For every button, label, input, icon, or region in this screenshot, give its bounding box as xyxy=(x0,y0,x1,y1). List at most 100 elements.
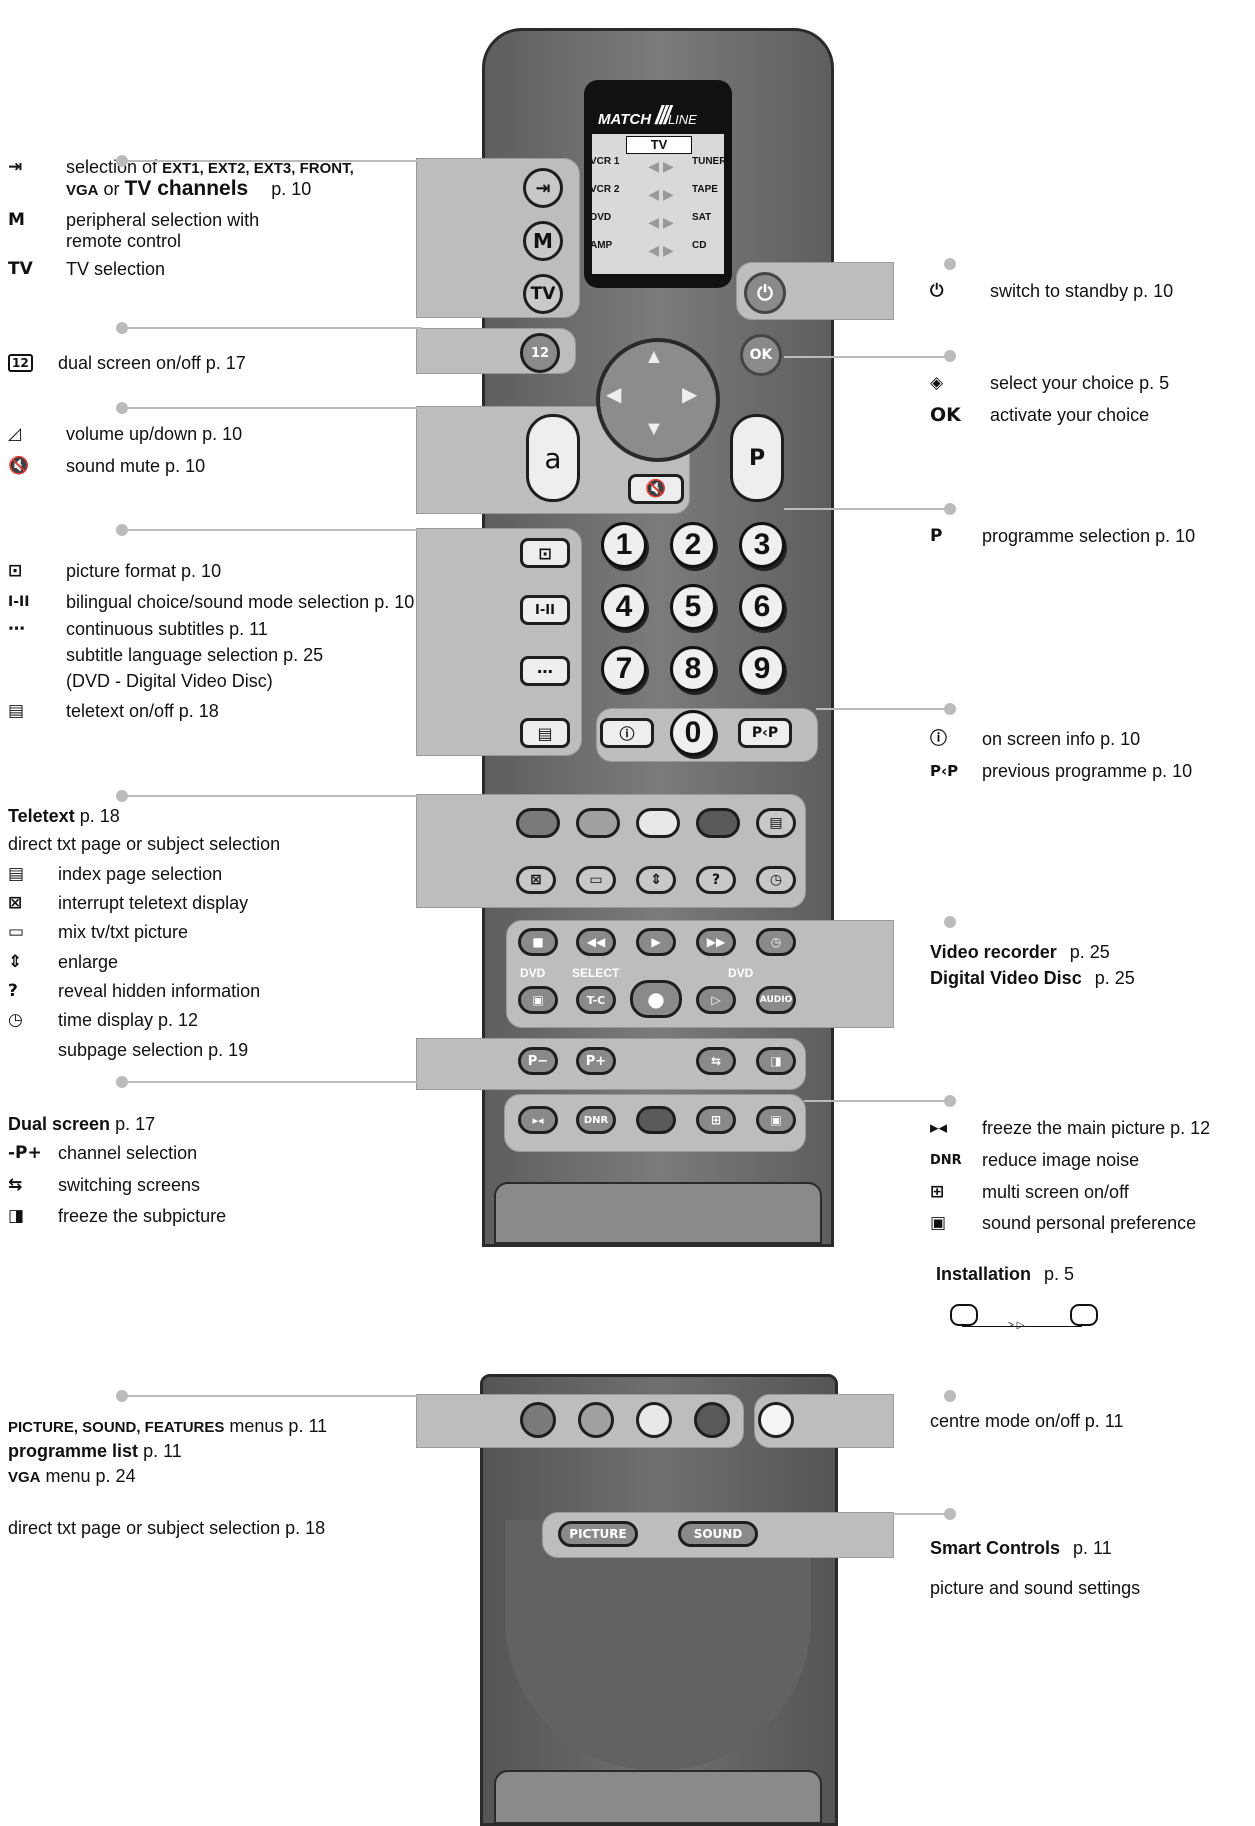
digit-9-button[interactable]: 9 xyxy=(739,646,785,692)
digit-0-button[interactable]: 0 xyxy=(670,710,716,756)
switch-screens-icon: ⇆ xyxy=(8,1175,23,1195)
p-minus-button[interactable]: P− xyxy=(518,1047,558,1075)
nav-left-icon[interactable]: ◀ xyxy=(606,384,622,406)
nav-down-icon[interactable]: ▼ xyxy=(644,418,664,440)
dual-screen-title: Dual screen p. 17 xyxy=(8,1114,156,1134)
mix-button[interactable]: ▭ xyxy=(576,866,616,894)
subtitles-button[interactable]: ⋯ xyxy=(520,656,570,686)
picture-format-button[interactable]: ⊡ xyxy=(520,538,570,568)
navigation-pad[interactable] xyxy=(596,338,720,462)
ext-source-button[interactable]: ⇥ xyxy=(523,168,563,208)
nav-up-icon[interactable]: ▲ xyxy=(644,346,664,368)
dvd-note-label: (DVD - Digital Video Disc) xyxy=(66,671,273,691)
rewind-button[interactable]: ◀◀ xyxy=(576,928,616,956)
digit-6-button[interactable]: 6 xyxy=(739,584,785,630)
menu-yellow-key[interactable] xyxy=(636,1402,672,1438)
teletext-button[interactable]: ▤ xyxy=(520,718,570,748)
menu-blue-key[interactable] xyxy=(694,1402,730,1438)
sound-preference-button[interactable]: ▣ xyxy=(756,1106,796,1134)
video-recorder-title: Video recorder p. 25 xyxy=(930,942,1110,962)
volume-rocker[interactable]: a xyxy=(526,414,580,502)
picture-format-icon: ⊡ xyxy=(8,561,23,581)
nav-right-icon[interactable]: ▶ xyxy=(682,384,698,406)
sound-smart-button[interactable]: SOUND xyxy=(678,1521,758,1547)
audio-button[interactable]: AUDIO xyxy=(756,986,796,1014)
callout-line xyxy=(816,708,946,710)
enlarge-button[interactable]: ⇕ xyxy=(636,866,676,894)
interrupt-icon: ⊠ xyxy=(8,893,23,913)
digit-8-button[interactable]: 8 xyxy=(670,646,716,692)
brand-logo: MATCH ///LINE xyxy=(598,100,697,130)
back-cap xyxy=(494,1770,822,1824)
blank-button[interactable] xyxy=(636,1106,676,1134)
record-button[interactable]: ● xyxy=(630,980,682,1018)
menu-red-key[interactable] xyxy=(520,1402,556,1438)
programme-rocker[interactable]: P xyxy=(730,414,784,502)
m-button[interactable]: M xyxy=(523,221,563,261)
blue-key[interactable] xyxy=(696,808,740,838)
yellow-key[interactable] xyxy=(636,808,680,838)
freeze-sub-icon: ◨ xyxy=(8,1206,25,1226)
index-button[interactable]: ▤ xyxy=(756,808,796,838)
lcd-left-column: VCR 1 VCR 2 DVD AMP xyxy=(590,156,630,268)
digit-7-button[interactable]: 7 xyxy=(601,646,647,692)
p-plus-button[interactable]: P+ xyxy=(576,1047,616,1075)
dvd-menu-button[interactable]: ▣ xyxy=(518,986,558,1014)
digit-5-button[interactable]: 5 xyxy=(670,584,716,630)
programme-selection-label: programme selection p. 10 xyxy=(982,526,1196,546)
dual-screen-button[interactable]: 12 xyxy=(520,333,560,373)
freeze-subpicture-button[interactable]: ◨ xyxy=(756,1047,796,1075)
teletext-title: Teletext p. 18 xyxy=(8,806,120,826)
peripheral-label-2: remote control xyxy=(66,231,182,251)
smart-controls-desc: picture and sound settings xyxy=(930,1578,1141,1598)
time-button[interactable]: ◷ xyxy=(756,866,796,894)
teletext-icon: ▤ xyxy=(8,701,25,721)
standby-button[interactable]: ⏻ xyxy=(744,272,786,314)
continuous-subtitles-label: continuous subtitles p. 11 xyxy=(66,619,268,639)
tc-button[interactable]: T-C xyxy=(576,986,616,1014)
freeze-main-button[interactable]: ▸◂ xyxy=(518,1106,558,1134)
digit-1-button[interactable]: 1 xyxy=(601,522,647,568)
mute-button[interactable]: 🔇 xyxy=(628,474,684,504)
dvd-play-button[interactable]: ▷ xyxy=(696,986,736,1014)
vga-tv-channels-label: VGA or TV channels p. 10 xyxy=(66,177,312,200)
fast-forward-button[interactable]: ▶▶ xyxy=(696,928,736,956)
red-key[interactable] xyxy=(516,808,560,838)
tv-button[interactable]: TV xyxy=(523,274,563,314)
lcd-right-column: TUNER TAPE SAT CD xyxy=(692,156,732,268)
lcd-label: SAT xyxy=(692,212,712,223)
standby-icon: ⏻ xyxy=(930,281,944,301)
m-icon: M xyxy=(8,210,25,230)
callout-line xyxy=(122,407,422,409)
ext-selection-label: selection of EXT1, EXT2, EXT3, FRONT, xyxy=(66,157,354,177)
time-label: time display p. 12 xyxy=(58,1010,199,1030)
play-button[interactable]: ▶ xyxy=(636,928,676,956)
picture-smart-button[interactable]: PICTURE xyxy=(558,1521,638,1547)
dnr-icon: DNR xyxy=(930,1153,962,1168)
interrupt-button[interactable]: ⊠ xyxy=(516,866,556,894)
ok-button[interactable]: OK xyxy=(740,334,782,376)
stop-button[interactable]: ■ xyxy=(518,928,558,956)
switch-screens-button[interactable]: ⇆ xyxy=(696,1047,736,1075)
dnr-label: reduce image noise xyxy=(982,1150,1140,1170)
centre-mode-button[interactable] xyxy=(758,1402,794,1438)
ext-input-icon: ⇥ xyxy=(8,157,23,177)
timer-button[interactable]: ◷ xyxy=(756,928,796,956)
reveal-button[interactable]: ? xyxy=(696,866,736,894)
digit-2-button[interactable]: 2 xyxy=(670,522,716,568)
multi-screen-button[interactable]: ⊞ xyxy=(696,1106,736,1134)
lcd-label: TUNER xyxy=(692,156,727,167)
dnr-button[interactable]: DNR xyxy=(576,1106,616,1134)
previous-programme-button[interactable]: P‹P xyxy=(738,718,792,748)
digit-3-button[interactable]: 3 xyxy=(739,522,785,568)
bilingual-button[interactable]: I-II xyxy=(520,595,570,625)
digit-4-button[interactable]: 4 xyxy=(601,584,647,630)
direct-txt-2-label: direct txt page or subject selection p. … xyxy=(8,1518,326,1538)
menus-label: PICTURE, SOUND, FEATURES menus p. 11 xyxy=(8,1416,328,1436)
green-key[interactable] xyxy=(576,808,620,838)
info-button[interactable]: ⓘ xyxy=(600,718,654,748)
p-minus-plus-icon: -P+ xyxy=(8,1143,42,1163)
lcd-label: TAPE xyxy=(692,184,718,195)
menu-green-key[interactable] xyxy=(578,1402,614,1438)
lcd-label: VCR 1 xyxy=(590,156,620,167)
